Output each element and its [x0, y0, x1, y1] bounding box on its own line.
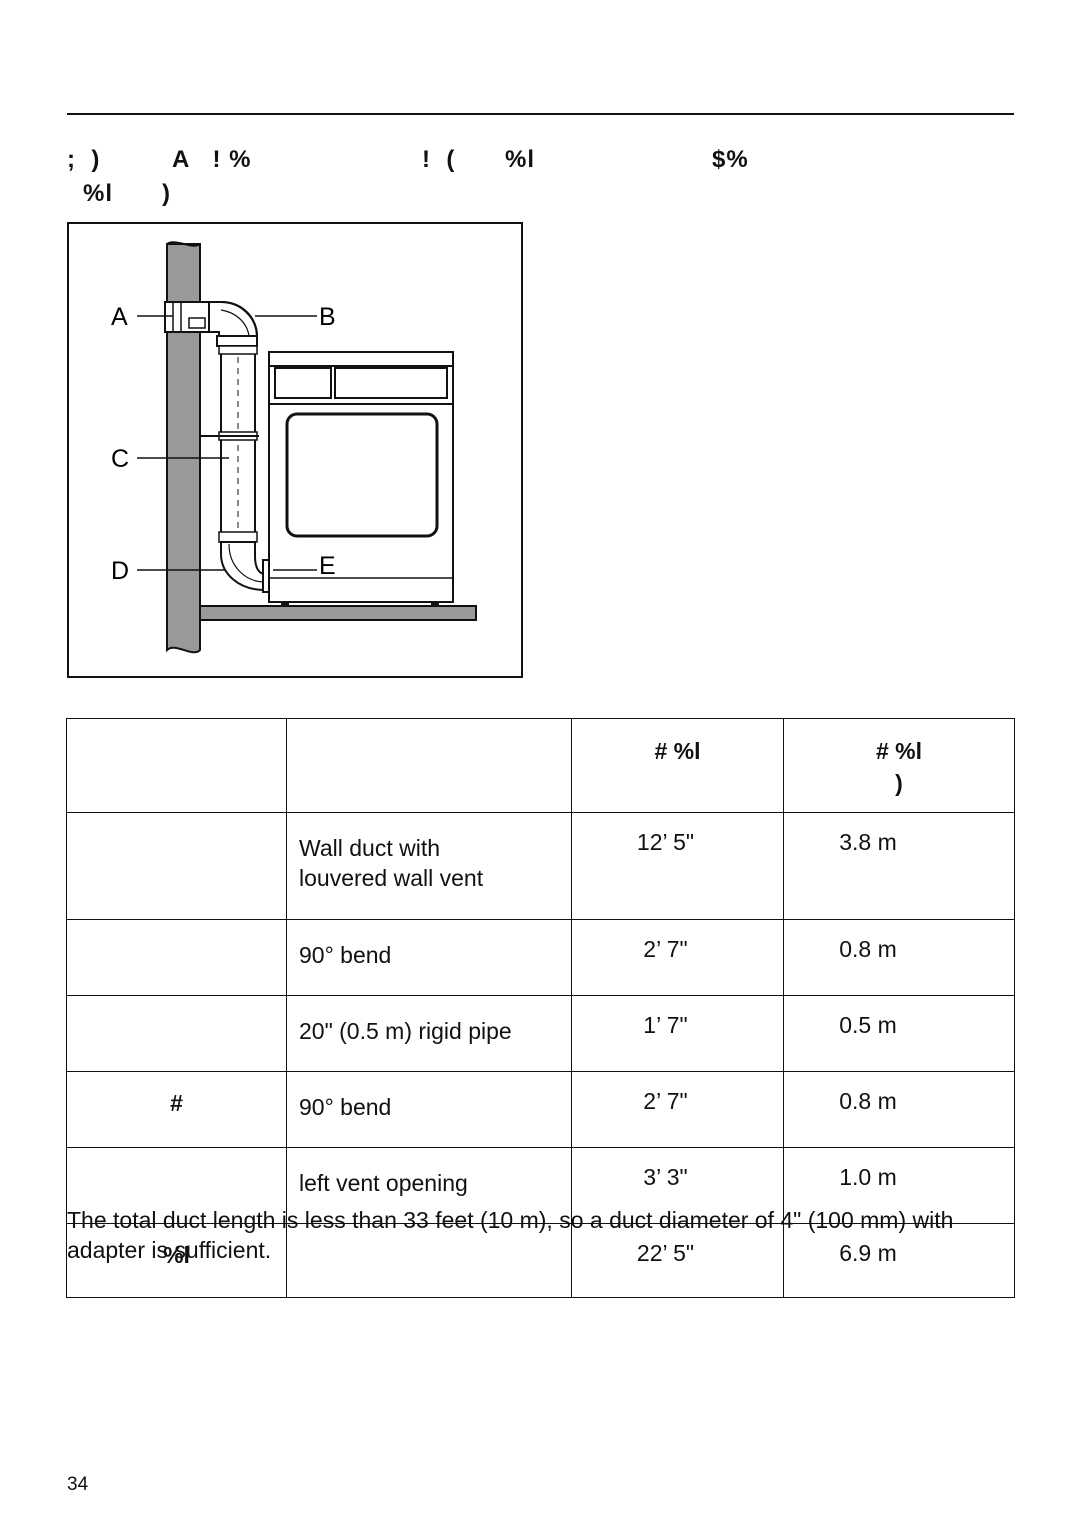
label-a: A [111, 303, 128, 331]
table-row: Wall duct with louvered wall vent 12’ 5"… [66, 812, 1015, 920]
row-description: 90° bend [286, 919, 572, 996]
label-d: D [111, 557, 129, 585]
row-imperial: 12’ 5" [571, 812, 784, 920]
total-metric: 6.9 m [783, 1223, 1015, 1298]
top-rule [67, 113, 1014, 115]
heading-fragment: ! ( [422, 146, 456, 173]
row-description: Wall duct with louvered wall vent [286, 812, 572, 920]
header-metric: # %l ) [783, 718, 1015, 813]
table-row: 90° bend 2’ 7" 0.8 m [66, 919, 1015, 996]
row-imperial: 2’ 7" [571, 1071, 784, 1148]
heading-fragment: ; ) [67, 146, 101, 173]
row-code [66, 995, 287, 1072]
heading-fragment: $% [712, 146, 749, 173]
row-imperial: 2’ 7" [571, 919, 784, 996]
heading-fragment: %l [505, 146, 536, 173]
table-row: left vent opening 3’ 3" 1.0 m [66, 1147, 1015, 1224]
label-b: B [319, 303, 336, 331]
table-total-row: %l 22’ 5" 6.9 m [66, 1223, 1015, 1298]
table-row: # 90° bend 2’ 7" 0.8 m [66, 1071, 1015, 1148]
heading-fragment: %l [83, 180, 114, 207]
page-number: 34 [67, 1474, 89, 1495]
heading-fragment: A ! % [172, 146, 252, 173]
row-description: 90° bend [286, 1071, 572, 1148]
row-code [66, 812, 287, 920]
floor [199, 605, 477, 621]
dryer-venting-diagram: A B C D E [67, 222, 523, 678]
upper-bend [208, 301, 258, 339]
table-header-row: # %l # %l ) [66, 718, 1015, 813]
label-e: E [319, 552, 336, 580]
row-metric: 0.5 m [783, 995, 1015, 1072]
table-row: 20" (0.5 m) rigid pipe 1’ 7" 0.5 m [66, 995, 1015, 1072]
wall [166, 243, 201, 654]
row-metric: 1.0 m [783, 1147, 1015, 1224]
row-metric: 0.8 m [783, 1071, 1015, 1148]
lower-bend [220, 541, 266, 592]
row-metric: 0.8 m [783, 919, 1015, 996]
row-imperial: 1’ 7" [571, 995, 784, 1072]
duct-length-note: The total duct length is less than 33 fe… [67, 1207, 954, 1263]
duct-length-table: # %l # %l ) Wall duct with louvered wall… [66, 718, 1015, 1298]
heading-fragment: ) [162, 180, 171, 207]
label-c: C [111, 445, 129, 473]
row-code [66, 1147, 287, 1224]
rigid-pipe [220, 345, 256, 543]
diagram-drawing: A B C D E [111, 241, 477, 654]
row-metric: 3.8 m [783, 812, 1015, 920]
row-code [66, 919, 287, 996]
row-description: left vent opening [286, 1147, 572, 1224]
row-code: # [66, 1071, 287, 1148]
total-label: %l [66, 1223, 287, 1298]
row-description: 20" (0.5 m) rigid pipe [286, 995, 572, 1072]
header-imperial: # %l [571, 718, 784, 813]
